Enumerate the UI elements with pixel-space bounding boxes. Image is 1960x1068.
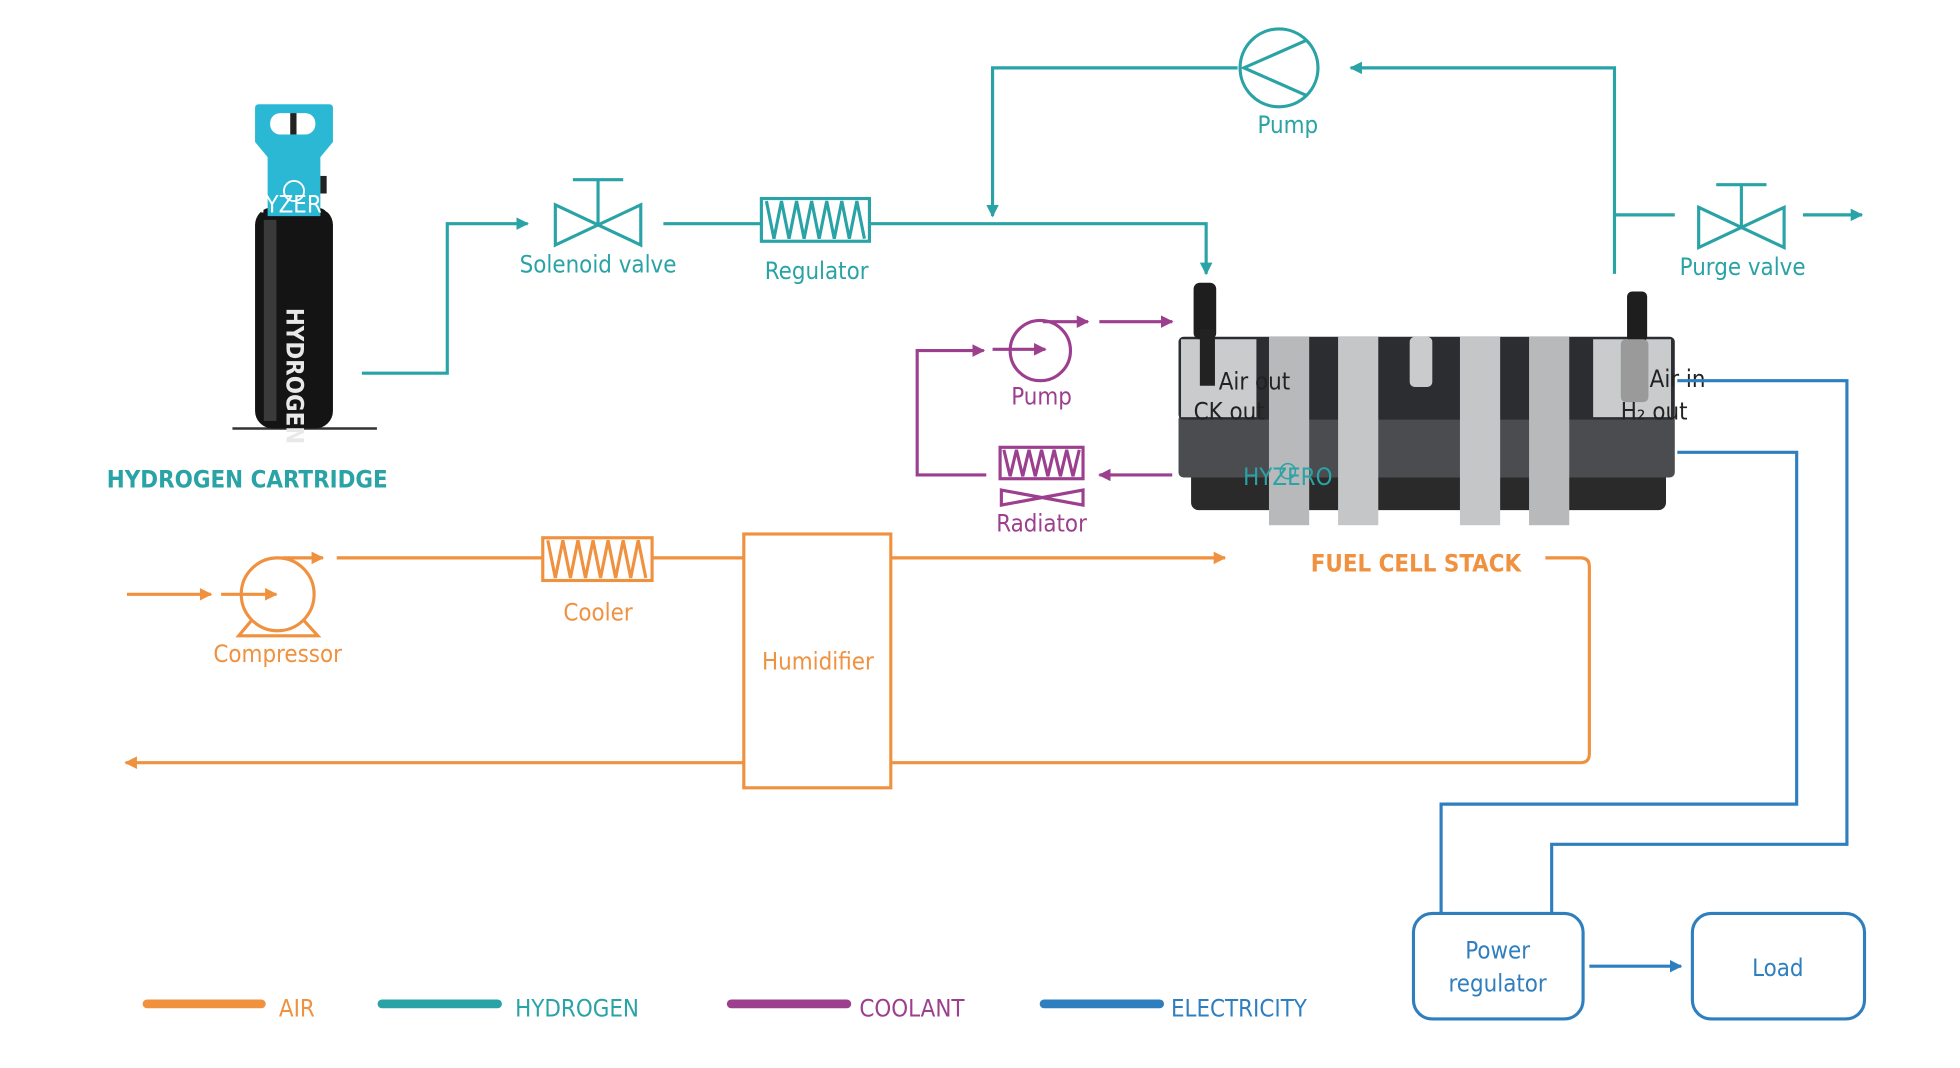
power-regulator-box (1411, 911, 1585, 1021)
hydrogen-cartridge: HYZERO HYDROGEN (232, 104, 377, 444)
hydrogen-pump-label: Pump (1257, 111, 1318, 139)
solenoid-valve-symbol (553, 178, 643, 248)
legend-electricity: ELECTRICITY (1171, 994, 1308, 1022)
fuel-cell-stack-title: FUEL CELL STACK (1311, 550, 1523, 578)
regulator-label: Regulator (765, 257, 869, 285)
humidifier-label: Humidifier (762, 648, 874, 676)
hydrogen-cartridge-title: HYDROGEN CARTRIDGE (107, 466, 388, 494)
legend-air: AIR (279, 994, 315, 1022)
load-label: Load (1752, 954, 1803, 982)
cooler-label: Cooler (563, 599, 632, 627)
legend: AIR HYDROGEN COOLANT ELECTRICITY (142, 994, 1308, 1022)
load-box (1690, 911, 1867, 1021)
purge-valve-label: Purge valve (1680, 253, 1806, 281)
air-lines (124, 551, 1591, 769)
cooler-symbol (541, 536, 654, 583)
humidifier-box (742, 532, 893, 790)
coolant-lines (915, 315, 1174, 482)
cartridge-label: HYDROGEN (280, 308, 308, 444)
stack-ck-out: CK out (1194, 398, 1265, 426)
stack-air-out: Air out (1219, 368, 1290, 396)
regulator-symbol (759, 196, 872, 243)
compressor-label: Compressor (213, 640, 342, 668)
radiator-label: Radiator (996, 509, 1087, 537)
hydrogen-lines (361, 61, 1864, 375)
stack-brand: HYZERO (1243, 463, 1332, 491)
hydrogen-pump-symbol (1238, 27, 1320, 109)
solenoid-valve-label: Solenoid valve (520, 251, 677, 279)
stack-h2-out: H₂ out (1621, 398, 1688, 426)
coolant-pump-symbol (1008, 318, 1073, 383)
power-regulator-label-2: regulator (1449, 969, 1547, 997)
legend-coolant: COOLANT (859, 994, 965, 1022)
power-regulator-label-1: Power (1465, 937, 1530, 965)
purge-valve-symbol (1697, 183, 1786, 251)
coolant-pump-label: Pump (1011, 383, 1072, 411)
stack-air-in: Air in (1650, 365, 1706, 393)
cartridge-brand: HYZERO (249, 190, 338, 218)
radiator-symbol (998, 445, 1085, 507)
fuel-cell-stack: Air out CK out Air in H₂ out HYZERO (1178, 282, 1706, 526)
legend-hydrogen: HYDROGEN (515, 994, 639, 1022)
compressor-symbol (235, 556, 322, 638)
electricity-lines (1439, 379, 1849, 973)
